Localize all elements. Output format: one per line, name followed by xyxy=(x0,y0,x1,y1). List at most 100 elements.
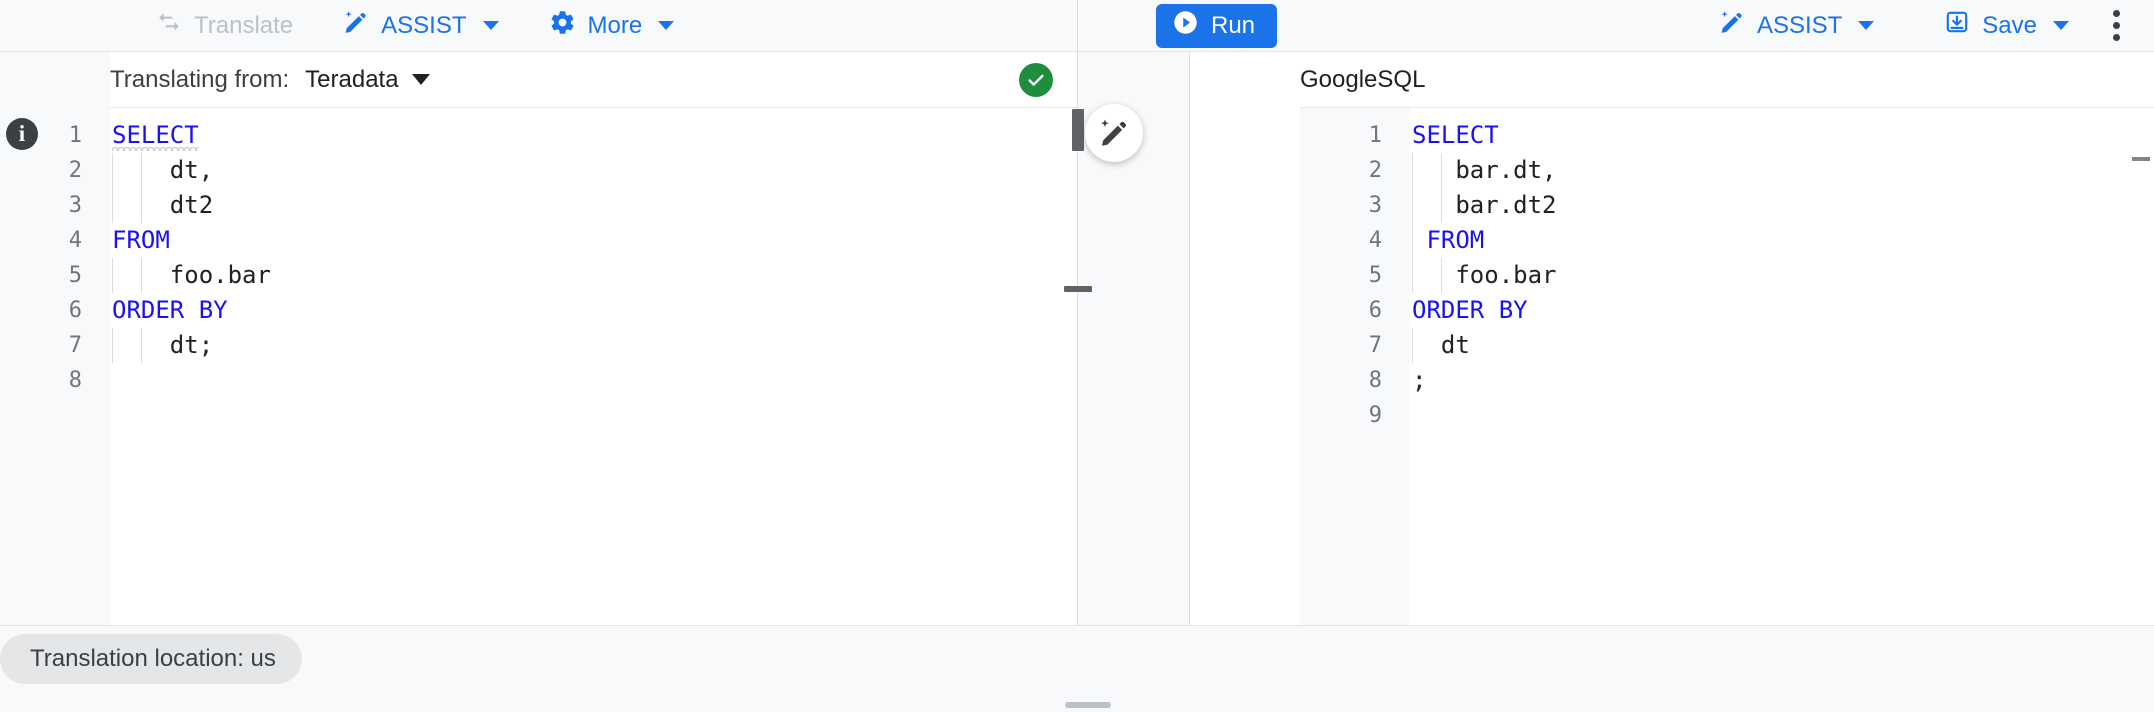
swap-horizontal-icon xyxy=(156,9,182,42)
toolbar: Translate ASSIST More xyxy=(0,0,2154,52)
panel-resize-grip[interactable] xyxy=(1065,702,1111,708)
code-line[interactable]: 7 dt; xyxy=(0,328,1077,363)
gear-icon xyxy=(549,9,576,43)
code-text: dt xyxy=(1412,331,1470,359)
line-number: 5 xyxy=(68,263,82,288)
assist-edit-fab[interactable] xyxy=(1085,104,1143,162)
code-text: dt, xyxy=(112,156,214,184)
line-number: 7 xyxy=(1368,333,1382,358)
chevron-down-icon[interactable] xyxy=(411,74,430,85)
code-text: ORDER BY xyxy=(112,296,228,324)
source-dialect-value[interactable]: Teradata xyxy=(305,65,399,93)
save-button[interactable]: Save xyxy=(1938,3,2075,48)
more-button[interactable]: More xyxy=(543,3,681,49)
line-number: 4 xyxy=(68,228,82,253)
code-text: bar.dt2 xyxy=(1412,191,1557,219)
code-line[interactable]: 1 SELECT xyxy=(0,118,1077,153)
target-line-gutter xyxy=(1300,108,1410,625)
code-text: ; xyxy=(1412,366,1427,394)
code-text: dt2 xyxy=(112,191,214,219)
line-number: 6 xyxy=(1368,298,1382,323)
magic-pen-icon xyxy=(343,9,369,42)
line-number: 1 xyxy=(68,123,82,148)
code-line[interactable]: 6 ORDER BY xyxy=(1300,293,2154,328)
more-label: More xyxy=(587,11,643,39)
code-line[interactable]: 6 ORDER BY xyxy=(0,293,1077,328)
line-number: 6 xyxy=(68,298,82,323)
target-dialect-value: GoogleSQL xyxy=(1300,65,1426,93)
save-icon xyxy=(1944,9,1970,42)
target-pane-header: GoogleSQL xyxy=(1078,52,2154,108)
translate-label: Translate xyxy=(194,11,294,39)
line-number: 1 xyxy=(1368,123,1382,148)
run-label: Run xyxy=(1211,11,1256,39)
check-circle-icon xyxy=(1019,62,1053,97)
run-button[interactable]: Run xyxy=(1156,3,1278,48)
code-line[interactable]: 7 dt xyxy=(1300,328,2154,363)
code-line[interactable]: 2 dt, xyxy=(0,153,1077,188)
toolbar-left-group: Translate ASSIST More xyxy=(0,0,1078,51)
magic-pen-icon xyxy=(1101,119,1126,146)
code-line[interactable]: 8; xyxy=(1300,363,2154,398)
translating-from-label: Translating from: xyxy=(110,65,290,93)
code-text: ORDER BY xyxy=(1412,296,1528,324)
code-line[interactable]: 8 xyxy=(0,363,1077,398)
code-line[interactable]: 5 foo.bar xyxy=(0,258,1077,293)
line-number: 7 xyxy=(68,333,82,358)
translation-location-chip: Translation location: us xyxy=(0,634,302,684)
line-number: 8 xyxy=(1368,368,1382,393)
code-line[interactable]: 3 bar.dt2 xyxy=(1300,188,2154,223)
translate-button[interactable]: Translate xyxy=(150,3,299,48)
code-line[interactable]: 4 FROM xyxy=(0,223,1077,258)
code-line[interactable]: 5 foo.bar xyxy=(1300,258,2154,293)
assist-left-label: ASSIST xyxy=(381,11,467,39)
play-icon xyxy=(1172,9,1199,43)
assist-right-label: ASSIST xyxy=(1756,11,1843,39)
kebab-menu-icon[interactable] xyxy=(2105,2,2128,49)
magic-pen-icon xyxy=(1719,9,1745,42)
splitter-drag-handle[interactable] xyxy=(1072,109,1084,151)
line-number: 3 xyxy=(1368,193,1382,218)
line-number: 2 xyxy=(68,158,82,183)
chevron-down-icon xyxy=(658,21,675,30)
assist-left-button[interactable]: ASSIST xyxy=(337,3,504,48)
chevron-down-icon xyxy=(482,21,499,30)
toolbar-right-group: Run ASSIST xyxy=(1078,0,2154,51)
line-number: 3 xyxy=(68,193,82,218)
pane-splitter[interactable] xyxy=(1064,52,1190,625)
code-text: SELECT xyxy=(112,121,199,151)
splitter-resize-handle[interactable] xyxy=(1064,286,1092,292)
code-line[interactable]: 4 FROM xyxy=(1300,223,2154,258)
chevron-down-icon xyxy=(2053,21,2069,30)
code-text: bar.dt, xyxy=(1412,156,1557,184)
target-scroll-thumb[interactable] xyxy=(2132,157,2150,161)
line-number: 9 xyxy=(1368,403,1382,428)
code-text: foo.bar xyxy=(112,261,271,289)
source-gutter xyxy=(0,108,110,625)
code-text: foo.bar xyxy=(1412,261,1557,289)
code-line[interactable]: 3 dt2 xyxy=(0,188,1077,223)
code-line[interactable]: 9 xyxy=(1300,398,2154,433)
line-number: 4 xyxy=(1368,228,1382,253)
syntax-warning-underline xyxy=(112,145,199,151)
line-number: 8 xyxy=(68,368,82,393)
chevron-down-icon xyxy=(1858,21,1875,30)
assist-right-button[interactable]: ASSIST xyxy=(1713,3,1880,48)
code-text: dt; xyxy=(112,331,214,359)
code-text: FROM xyxy=(112,226,170,254)
source-pane-header: Translating from: Teradata xyxy=(0,52,1077,108)
line-number: 2 xyxy=(1368,158,1382,183)
code-line[interactable]: 2 bar.dt, xyxy=(1300,153,2154,188)
info-icon[interactable]: i xyxy=(6,118,38,150)
code-text: FROM xyxy=(1412,226,1485,254)
translation-location-label: Translation location: us xyxy=(30,645,276,672)
